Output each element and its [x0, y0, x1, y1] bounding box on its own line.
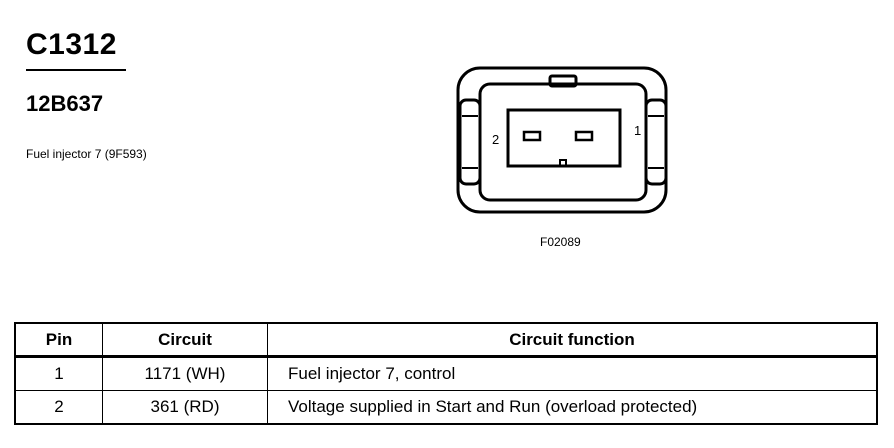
connector-id-underline	[26, 69, 126, 71]
cell-pin: 2	[14, 390, 103, 425]
pin-left-label: 2	[492, 132, 499, 147]
cell-circuit: 361 (RD)	[102, 390, 268, 425]
pin-cavity	[506, 108, 622, 168]
cell-circuit-function: Fuel injector 7, control	[267, 356, 878, 391]
polarizing-key	[559, 159, 567, 166]
cell-circuit-function: Voltage supplied in Start and Run (overl…	[267, 390, 878, 425]
figure-code: F02089	[540, 235, 581, 249]
pin-right-label: 1	[634, 123, 641, 138]
component-description: Fuel injector 7 (9F593)	[26, 147, 147, 161]
cell-pin: 1	[14, 356, 103, 391]
table-row: 2 361 (RD) Voltage supplied in Start and…	[14, 390, 878, 425]
connector-face-diagram: 2 1	[456, 66, 668, 214]
header-circuit: Circuit	[102, 322, 268, 357]
pin-1-terminal	[574, 130, 594, 142]
header-pin: Pin	[14, 322, 103, 357]
connector-right-lug	[644, 98, 668, 186]
table-header-row: Pin Circuit Circuit function	[14, 322, 878, 357]
header-circuit-function: Circuit function	[267, 322, 878, 357]
connector-left-lug	[458, 98, 482, 186]
connector-id: C1312	[26, 28, 117, 61]
part-number: 12B637	[26, 91, 104, 116]
connector-top-latch	[548, 74, 578, 88]
pin-2-terminal	[522, 130, 542, 142]
table-row: 1 1171 (WH) Fuel injector 7, control	[14, 356, 878, 391]
pin-table: Pin Circuit Circuit function 1 1171 (WH)…	[14, 322, 878, 425]
connector-outer-housing	[456, 66, 668, 214]
cell-circuit: 1171 (WH)	[102, 356, 268, 391]
